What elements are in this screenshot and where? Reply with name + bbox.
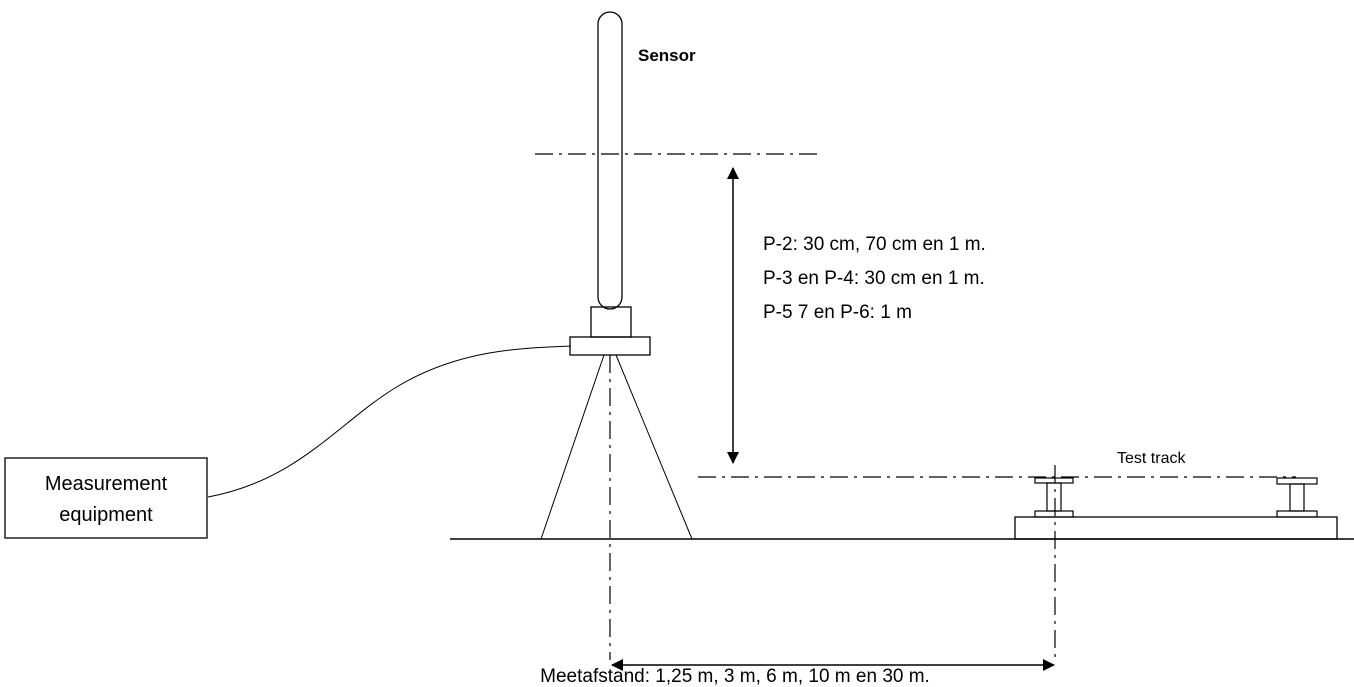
measurement-label-line2: equipment (59, 504, 153, 526)
test-track-label: Test track (1117, 450, 1186, 467)
test-track-platform (1014, 516, 1338, 540)
height-label-p5-p6: P-5 7 en P-6: 1 m (763, 302, 912, 323)
measurement-label-line1: Measurement (45, 473, 168, 495)
sensor-mount (590, 306, 632, 338)
cable (207, 345, 572, 498)
sensor-base-plate (569, 336, 651, 356)
rail-left (1034, 477, 1074, 518)
height-label-p3-p4: P-3 en P-4: 30 cm en 1 m. (763, 268, 985, 289)
tripod-leg-right (615, 354, 693, 540)
height-label-p2: P-2: 30 cm, 70 cm en 1 m. (763, 234, 986, 255)
sensor-label: Sensor (638, 46, 696, 65)
tripod-leg-left (540, 354, 605, 540)
measurement-equipment-box (4, 457, 208, 539)
rail-right (1276, 477, 1318, 518)
sensor-tube (597, 11, 623, 310)
distance-label: Meetafstand: 1,25 m, 3 m, 6 m, 10 m en 3… (540, 666, 930, 687)
